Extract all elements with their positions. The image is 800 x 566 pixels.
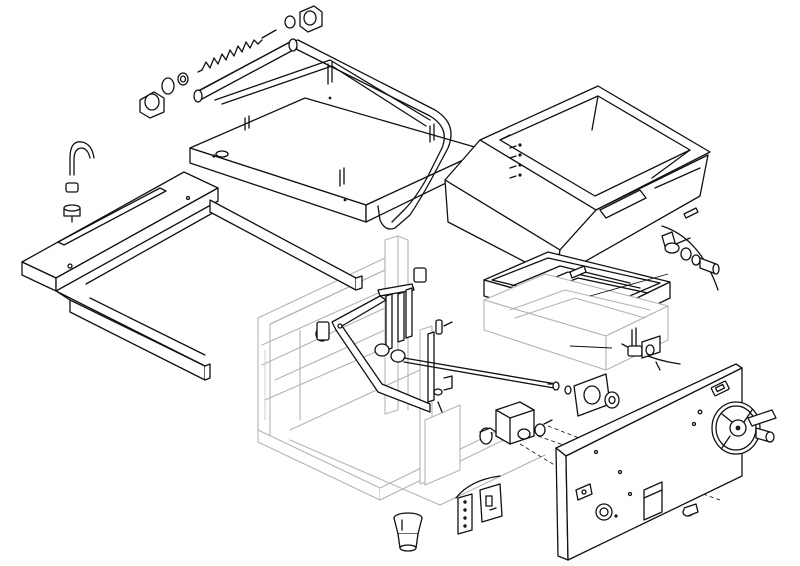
griddle-lid <box>189 38 486 230</box>
adjustable-foot <box>393 512 423 552</box>
ignition-components <box>457 483 503 535</box>
heating-element-tray <box>483 251 671 371</box>
hinge-spring-parts <box>139 5 323 119</box>
linkage-arms <box>315 267 560 413</box>
front-control-panel <box>555 363 743 561</box>
handwheel <box>711 401 777 455</box>
pilot-assembly <box>627 327 661 371</box>
cabinet-frame <box>257 235 546 506</box>
gas-control-valve <box>479 401 721 501</box>
drip-basin <box>444 85 711 279</box>
detail-callouts <box>455 225 719 499</box>
gooseneck-fitting <box>63 141 95 223</box>
valve-fittings-detail <box>661 231 720 275</box>
mounting-bracket <box>564 373 620 417</box>
base-frame <box>21 171 363 381</box>
